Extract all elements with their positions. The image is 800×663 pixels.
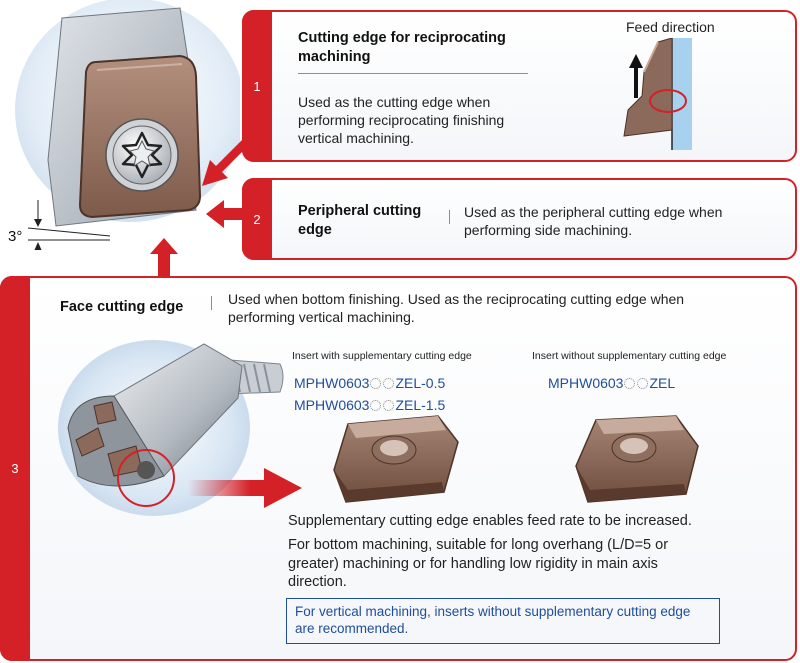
cutter-tool-illustration xyxy=(58,340,284,516)
panel-2-number: 2 xyxy=(253,211,261,227)
placeholder-circle-icon xyxy=(637,377,649,389)
model-with-supp-2-suffix: ZEL-1.5 xyxy=(395,397,446,413)
model-with-supp-1: MPHW0603 ZEL-0.5 xyxy=(294,374,445,392)
placeholder-circle-icon xyxy=(383,377,395,389)
insert-with-supplementary-edge-image xyxy=(333,415,459,503)
feed-direction-label: Feed direction xyxy=(626,19,715,35)
arrow-to-edge-1 xyxy=(202,138,250,186)
face-edge-highlight xyxy=(117,449,175,507)
bottom-machining-text: For bottom machining, suitable for long … xyxy=(288,537,669,590)
panel-1-number: 1 xyxy=(253,78,261,94)
placeholder-circle-icon xyxy=(383,399,395,411)
panel-1-number-tab: 1 xyxy=(242,10,272,162)
without-supplementary-caption: Insert without supplementary cutting edg… xyxy=(532,350,727,362)
panel-reciprocating-edge xyxy=(242,10,797,162)
model-with-supp-1-suffix: ZEL-0.5 xyxy=(395,375,446,391)
panel-2-divider xyxy=(449,210,450,224)
with-supplementary-caption: Insert with supplementary cutting edge xyxy=(292,350,472,362)
recommendation-note: For vertical machining, inserts without … xyxy=(286,598,720,644)
placeholder-circle-icon xyxy=(370,399,382,411)
model-with-supp-2-prefix: MPHW0603 xyxy=(294,397,370,413)
panel-1-title: Cutting edge for reciprocating machining xyxy=(298,30,506,65)
panel-1-divider xyxy=(298,73,528,74)
placeholder-circle-icon xyxy=(624,377,636,389)
arrow-to-edge-3 xyxy=(150,238,178,276)
model-with-supp-2: MPHW0603 ZEL-1.5 xyxy=(294,396,445,414)
model-with-supp-1-prefix: MPHW0603 xyxy=(294,375,370,391)
model-without-supp-1-prefix: MPHW0603 xyxy=(548,375,624,391)
angle-label: 3° xyxy=(8,228,23,245)
panel-2-description: Used as the peripheral cutting edge when… xyxy=(464,204,723,238)
insert-without-supplementary-edge-image xyxy=(575,415,699,503)
panel-3-number: 3 xyxy=(11,461,19,476)
model-without-supp-1-suffix: ZEL xyxy=(649,375,676,391)
insert-closeup-illustration xyxy=(15,0,240,250)
panel-3-description: Used when bottom finishing. Used as the … xyxy=(228,291,685,325)
panel-2-title: Peripheral cutting edge xyxy=(298,203,422,238)
panel-3-number-tab: 3 xyxy=(0,276,30,661)
model-without-supp-1: MPHW0603 ZEL xyxy=(548,374,675,392)
feed-direction-diagram xyxy=(623,38,692,150)
feed-edge-highlight xyxy=(649,89,687,113)
placeholder-circle-icon xyxy=(370,377,382,389)
panel-2-number-tab: 2 xyxy=(242,178,272,260)
arrow-to-edge-2 xyxy=(206,200,248,228)
cutter-to-insert-arrow xyxy=(188,468,302,508)
torx-recess xyxy=(121,131,163,179)
panel-1-description: Used as the cutting edge when performing… xyxy=(298,94,505,146)
panel-3-title: Face cutting edge xyxy=(60,299,184,315)
panel-3-divider xyxy=(211,296,212,310)
feed-rate-text: Supplementary cutting edge enables feed … xyxy=(288,513,692,529)
